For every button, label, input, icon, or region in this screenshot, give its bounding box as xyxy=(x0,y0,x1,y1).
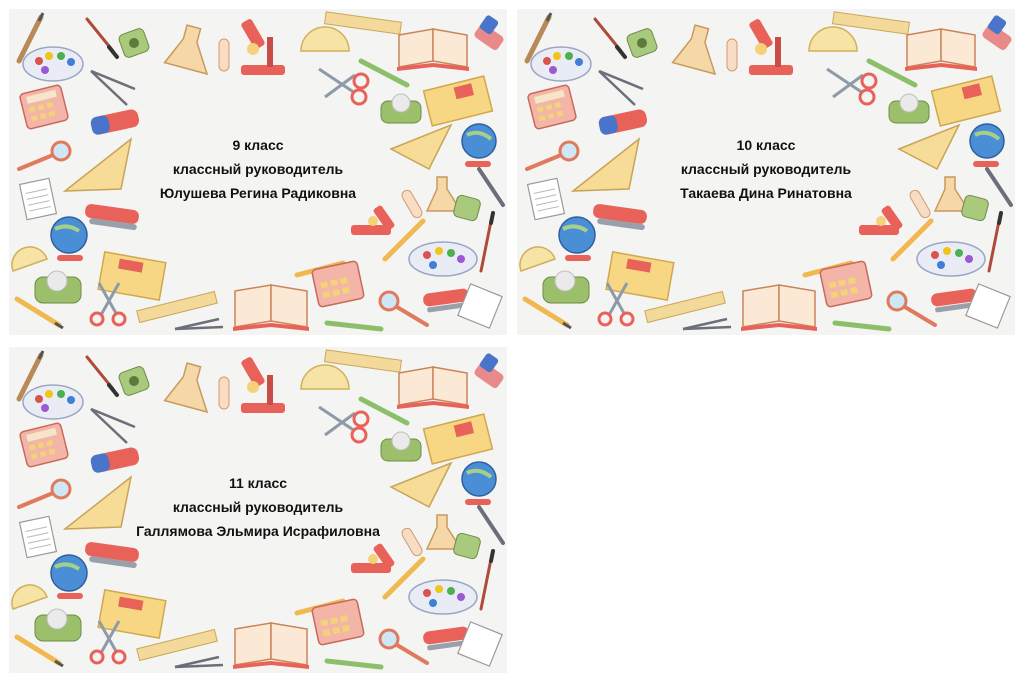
class-card-11: 11 класс классный руководитель Галлямова… xyxy=(9,347,507,673)
role-label: классный руководитель xyxy=(172,498,344,515)
class-card-10: 10 класс классный руководитель Такаева Д… xyxy=(517,9,1015,335)
card-caption: 10 класс классный руководитель Такаева Д… xyxy=(627,121,905,217)
card-caption: 11 класс классный руководитель Галлямова… xyxy=(119,459,397,555)
grade-label: 10 класс xyxy=(736,136,796,153)
teacher-name: Такаева Дина Ринатовна xyxy=(680,184,852,201)
grade-label: 9 класс xyxy=(232,136,284,153)
role-label: классный руководитель xyxy=(680,160,852,177)
card-caption: 9 класс классный руководитель Юлушева Ре… xyxy=(119,121,397,217)
class-card-9: 9 класс классный руководитель Юлушева Ре… xyxy=(9,9,507,335)
teacher-name: Галлямова Эльмира Исрафиловна xyxy=(136,522,380,539)
grade-label: 11 класс xyxy=(228,474,288,491)
role-label: классный руководитель xyxy=(172,160,344,177)
teacher-name: Юлушева Регина Радиковна xyxy=(159,184,357,201)
